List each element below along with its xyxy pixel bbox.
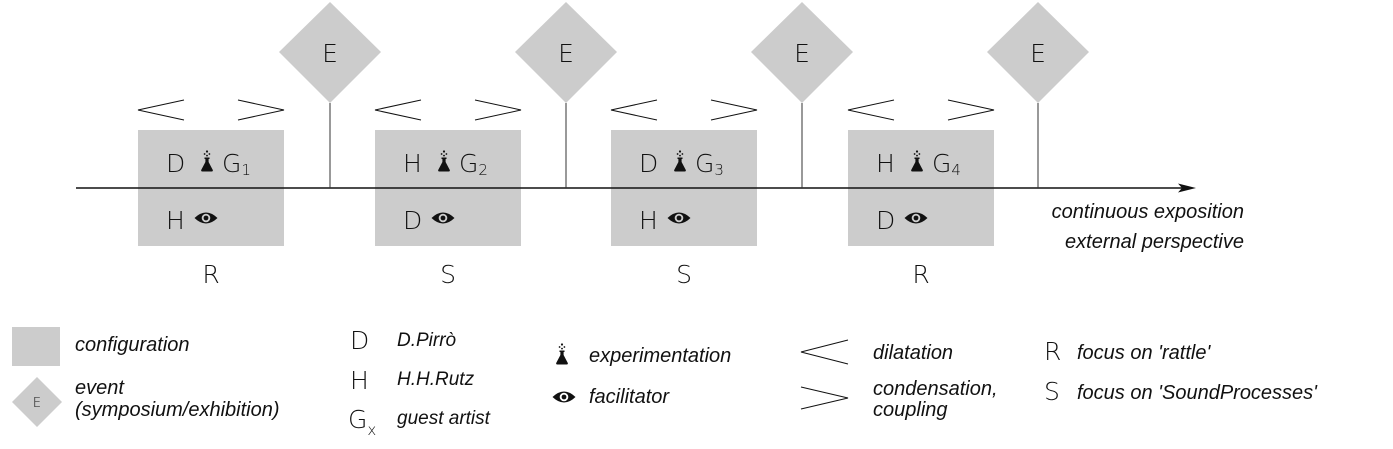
- legend-person-label-g: guest artist: [397, 408, 491, 429]
- legend-event-sublabel: (symposium/exhibition): [75, 399, 280, 421]
- event-1: E: [279, 2, 381, 188]
- event-diamond: [987, 2, 1089, 103]
- legend-eye-icon: [552, 391, 576, 403]
- dilatation-symbol: [847, 99, 895, 121]
- experimenter-label: H: [876, 149, 895, 178]
- legend: configuration E event (symposium/exhibit…: [12, 326, 1318, 439]
- legend-person-label-h: H.H.Rutz: [397, 369, 475, 390]
- legend-role-label-experimentation: experimentation: [589, 345, 731, 367]
- focus-label: S: [676, 260, 692, 289]
- legend-event-symbol: E: [33, 396, 41, 411]
- event-label: E: [1030, 39, 1046, 68]
- event-4: E: [987, 2, 1089, 188]
- dilatation-symbol: [137, 99, 185, 121]
- guest-artist-label: G3: [695, 149, 724, 179]
- focus-label: S: [440, 260, 456, 289]
- legend-flask-icon: [556, 343, 568, 365]
- condensation-symbol: [947, 99, 995, 121]
- legend-condensation-symbol: [800, 386, 849, 410]
- condensation-symbol: [237, 99, 285, 121]
- event-2: E: [515, 2, 617, 188]
- facilitator-label: H: [166, 206, 185, 235]
- legend-role-label-facilitator: facilitator: [589, 386, 670, 408]
- legend-focus-label-soundprocesses: focus on 'SoundProcesses': [1077, 382, 1318, 404]
- event-3: E: [751, 2, 853, 188]
- legend-event-diamond: [12, 377, 62, 427]
- event-diamond: [279, 2, 381, 103]
- focus-label: R: [202, 260, 219, 289]
- guest-artist-label: G1: [222, 149, 251, 179]
- event-label: E: [794, 39, 810, 68]
- event-label: E: [558, 39, 574, 68]
- legend-focus-symbol-s: S: [1044, 377, 1060, 406]
- condensation-symbol: [474, 99, 522, 121]
- axis-label-external-perspective: external perspective: [1065, 231, 1244, 253]
- experimenter-label: D: [639, 149, 658, 178]
- event-diamond: [515, 2, 617, 103]
- axis-arrowhead: [1178, 183, 1196, 193]
- legend-person-label-d: D.Pirrò: [397, 330, 457, 351]
- legend-configuration-label: configuration: [75, 334, 190, 356]
- guest-artist-label: G2: [459, 149, 488, 179]
- legend-focus-symbol-r: R: [1044, 337, 1061, 366]
- legend-direction-label-coupling: coupling: [873, 399, 948, 421]
- legend-person-symbol-h: H: [350, 366, 369, 395]
- focus-label: R: [912, 260, 929, 289]
- dilatation-symbol: [610, 99, 658, 121]
- legend-direction-label-dilatation: dilatation: [873, 342, 953, 364]
- legend-configuration-swatch: [12, 327, 60, 366]
- legend-focus-label-rattle: focus on 'rattle': [1077, 342, 1211, 364]
- axis-label-continuous-exposition: continuous exposition: [1052, 201, 1244, 223]
- legend-person-symbol-g: Gx: [348, 405, 376, 439]
- dilatation-symbol: [374, 99, 422, 121]
- event-diamond: [751, 2, 853, 103]
- facilitator-label: H: [639, 206, 658, 235]
- legend-event-label: event: [75, 377, 125, 399]
- condensation-symbol: [710, 99, 758, 121]
- legend-person-symbol-d: D: [350, 326, 369, 355]
- event-label: E: [322, 39, 338, 68]
- guest-artist-label: G4: [932, 149, 961, 179]
- legend-direction-label-condensation: condensation,: [873, 378, 998, 400]
- legend-dilatation-symbol: [800, 339, 849, 365]
- experimenter-label: D: [166, 149, 185, 178]
- facilitator-label: D: [876, 206, 895, 235]
- experimenter-label: H: [403, 149, 422, 178]
- facilitator-label: D: [403, 206, 422, 235]
